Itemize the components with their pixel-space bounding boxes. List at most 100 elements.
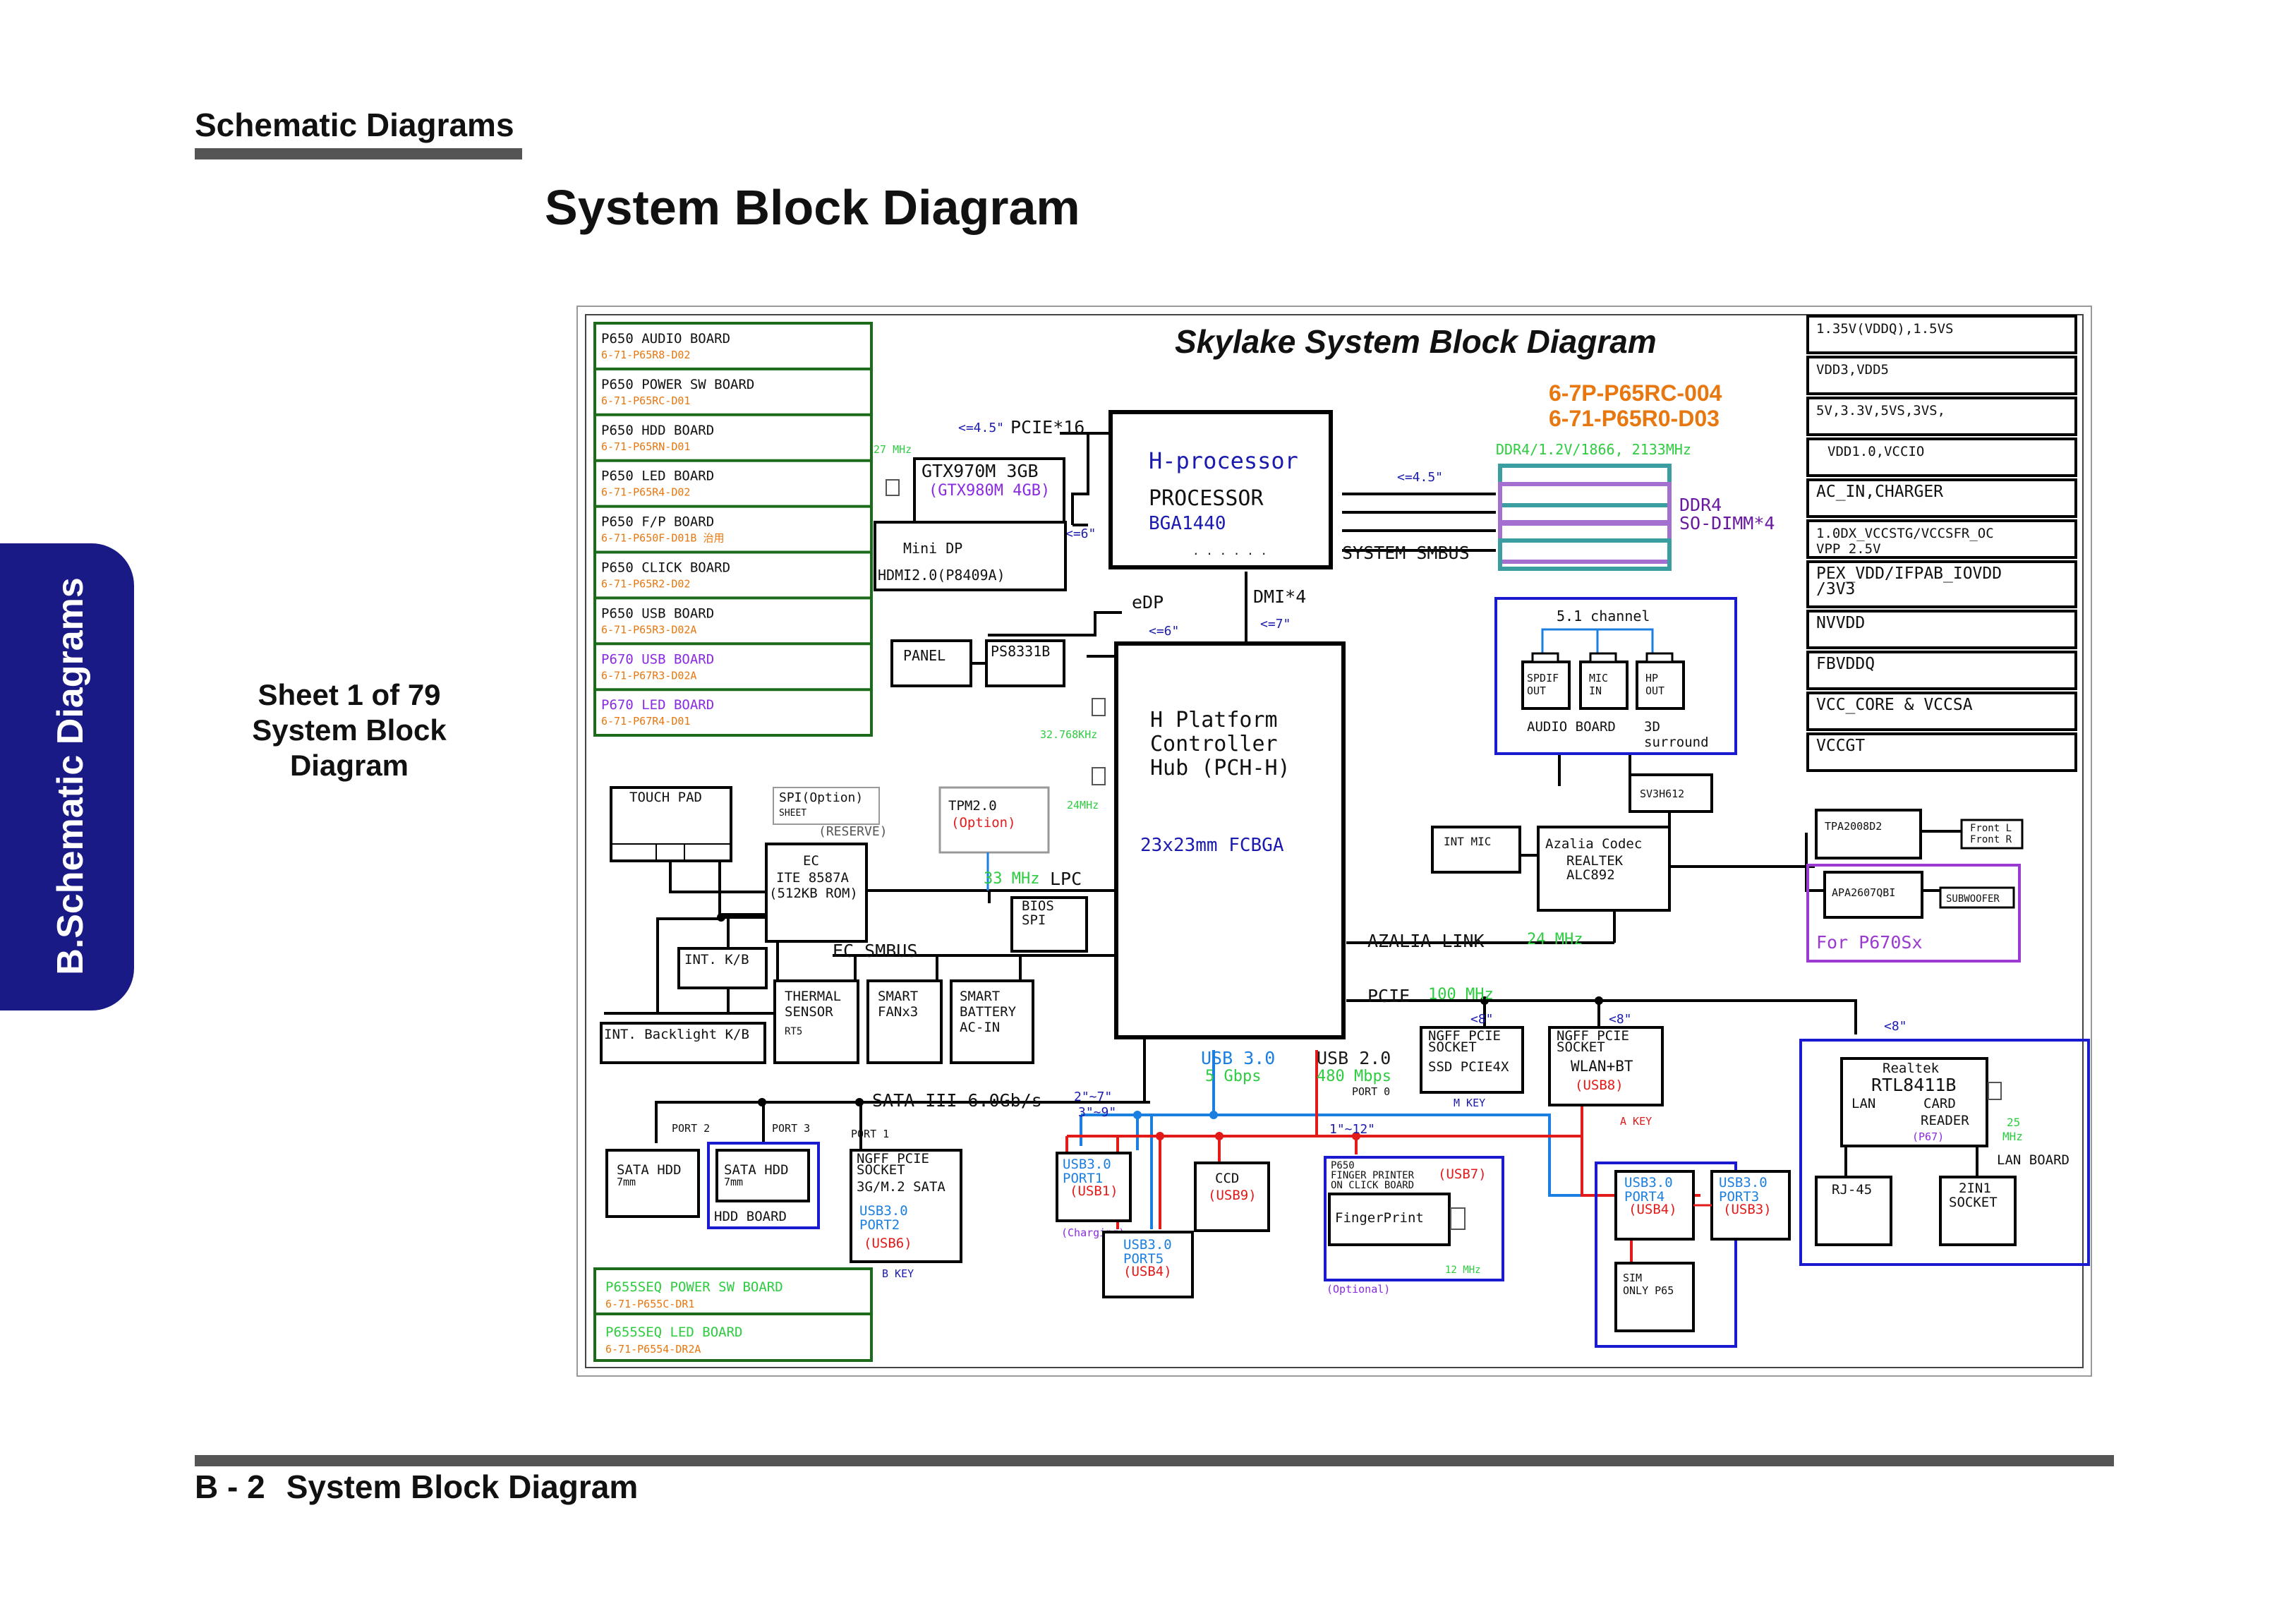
power-rail-label: 5V,3.3V,5VS,3VS, (1816, 403, 1945, 418)
m-key-label: M KEY (1454, 1097, 1485, 1109)
page-title: System Block Diagram (545, 180, 1080, 235)
lan-board-frame (1799, 1039, 2090, 1266)
ngff-3g-usb-port: PORT2 (859, 1217, 900, 1233)
backlight-keyboard-block[interactable] (600, 1022, 766, 1064)
spdif-label2: OUT (1527, 684, 1546, 697)
gpu-block[interactable] (913, 457, 1065, 524)
lan-chip-name: RTL8411B (1871, 1075, 1956, 1095)
tpm-block[interactable] (938, 786, 1050, 854)
ccd-block[interactable] (1194, 1162, 1270, 1232)
audio-channel-label: 5.1 channel (1557, 608, 1650, 625)
board-part-number: 6-71-P65RC-D01 (601, 394, 690, 407)
power-rail-box[interactable] (1806, 478, 2077, 518)
sata-hdd-2-block[interactable] (715, 1149, 810, 1202)
power-rail-box[interactable] (1806, 651, 2077, 690)
usb3-port5-index: (USB4) (1123, 1264, 1172, 1279)
usb3-port1-block[interactable] (1056, 1152, 1132, 1222)
usb3-port3-type: USB3.0 (1719, 1175, 1768, 1190)
rj45-block[interactable] (1815, 1176, 1892, 1246)
internal-mic-block[interactable] (1431, 826, 1521, 874)
usb3-port1-type: USB3.0 (1063, 1157, 1111, 1172)
thermal-sensor-block[interactable] (773, 979, 859, 1064)
power-rail-label: FBVDDQ (1816, 655, 1875, 673)
bottom-board-2-pn: 6-71-P6554-DR2A (605, 1343, 701, 1356)
wlan-socket-block[interactable] (1548, 1026, 1664, 1106)
usb3-port3-block[interactable] (1710, 1170, 1791, 1241)
power-rail-box[interactable] (1806, 315, 2077, 354)
smart-battery-line2: BATTERY (960, 1004, 1017, 1020)
thermal-sensor-line2: SENSOR (785, 1004, 833, 1020)
fingerprint-block[interactable] (1328, 1193, 1451, 1246)
ssd-socket-block[interactable] (1420, 1026, 1524, 1094)
sata-port1-label: PORT 1 (851, 1128, 889, 1140)
ddr-length-tag: <=4.5" (1397, 470, 1443, 485)
ps8331b-block[interactable] (985, 639, 1065, 687)
gpu-display-length-tag: <=6" (1065, 526, 1096, 541)
sv3h612-block[interactable] (1629, 773, 1713, 813)
power-rail-label: VCC_CORE & VCCSA (1816, 696, 1973, 714)
power-rail-box[interactable] (1806, 519, 2077, 559)
lan-crystal-icon (1988, 1082, 2002, 1100)
diagram-inner-frame (585, 314, 2084, 1368)
backlight-keyboard-label: INT. Backlight K/B (604, 1027, 749, 1042)
hdd-board-frame (707, 1142, 820, 1229)
hp-out-jack[interactable] (1636, 660, 1685, 710)
tpm-option: (Option) (951, 815, 1016, 831)
crystal-icon (886, 479, 900, 496)
usb3-port5-block[interactable] (1102, 1231, 1194, 1298)
codec-line3: ALC892 (1566, 867, 1615, 883)
apa2607qbi-block[interactable] (1823, 871, 1923, 919)
card-socket-block[interactable] (1939, 1176, 2017, 1246)
usb2-speed: 480 Mbps (1317, 1068, 1391, 1085)
ssd-socket-line3: SSD PCIE4X (1428, 1059, 1509, 1075)
power-rail-box[interactable] (1806, 397, 2077, 436)
mic-in-jack[interactable] (1579, 660, 1629, 710)
power-rail-box[interactable] (1806, 560, 2077, 608)
ddr4-sodimm-slots[interactable] (1498, 464, 1672, 571)
sata-length-tag1: 2"~7" (1074, 1090, 1112, 1104)
smart-battery-block[interactable] (950, 979, 1034, 1064)
sata-hdd-1-block[interactable] (605, 1149, 700, 1218)
pch-block[interactable] (1114, 641, 1346, 1039)
usb3-port4-name: PORT4 (1624, 1189, 1664, 1205)
bios-spi-block[interactable] (1010, 896, 1088, 953)
power-rail-box[interactable] (1806, 732, 2077, 772)
ssd-socket-line1: NGFF PCIE (1428, 1028, 1501, 1044)
ec-label: EC (803, 853, 819, 869)
azalia-codec-block[interactable] (1537, 826, 1671, 912)
sim-label: SIM (1623, 1272, 1642, 1284)
touchpad-label: TOUCH PAD (629, 790, 702, 805)
surround-label2: surround (1644, 735, 1709, 750)
ec-block[interactable] (765, 843, 868, 943)
rtl8411b-block[interactable] (1840, 1057, 1988, 1147)
spi-option-block[interactable] (773, 787, 880, 825)
board-name: P650 F/P BOARD (601, 514, 714, 530)
front-speakers-block[interactable] (1960, 819, 2024, 850)
smart-battery-line3: AC-IN (960, 1020, 1000, 1035)
spdif-out-jack[interactable] (1521, 660, 1571, 710)
power-rail-box[interactable] (1806, 692, 2077, 731)
fingerprint-location: ON CLICK BOARD (1331, 1180, 1414, 1191)
power-rail-box[interactable] (1806, 356, 2077, 395)
edp-label: eDP (1132, 592, 1164, 613)
sim-slot-block[interactable] (1614, 1262, 1695, 1332)
processor-block[interactable] (1108, 410, 1333, 569)
tpa2008d2-block[interactable] (1815, 809, 1922, 859)
power-rail-box[interactable] (1806, 438, 2077, 477)
subwoofer-label: SUBWOOFER (1946, 893, 2000, 905)
internal-keyboard-block[interactable] (677, 947, 768, 989)
side-section-tab[interactable]: B.Schematic Diagrams (0, 543, 134, 1010)
front-speaker-left: Front L (1970, 823, 2012, 834)
display-out-block[interactable] (874, 521, 1067, 591)
rj45-label: RJ-45 (1832, 1182, 1872, 1197)
smart-fan-block[interactable] (866, 979, 943, 1064)
subwoofer-block[interactable] (1939, 886, 2015, 909)
front-speaker-right: Front R (1970, 834, 2012, 845)
pcie16-label: PCIE*16 (1010, 417, 1084, 438)
fingerprint-clock: 12 MHz (1445, 1265, 1481, 1276)
ngff-3g-socket-block[interactable] (850, 1149, 962, 1263)
usb3-port4-block[interactable] (1614, 1170, 1695, 1241)
power-rail-label: 1.0DX_VCCSTG/VCCSFR_OC (1816, 526, 1994, 541)
power-rail-box[interactable] (1806, 610, 2077, 649)
bios-label: BIOS (1022, 898, 1054, 914)
